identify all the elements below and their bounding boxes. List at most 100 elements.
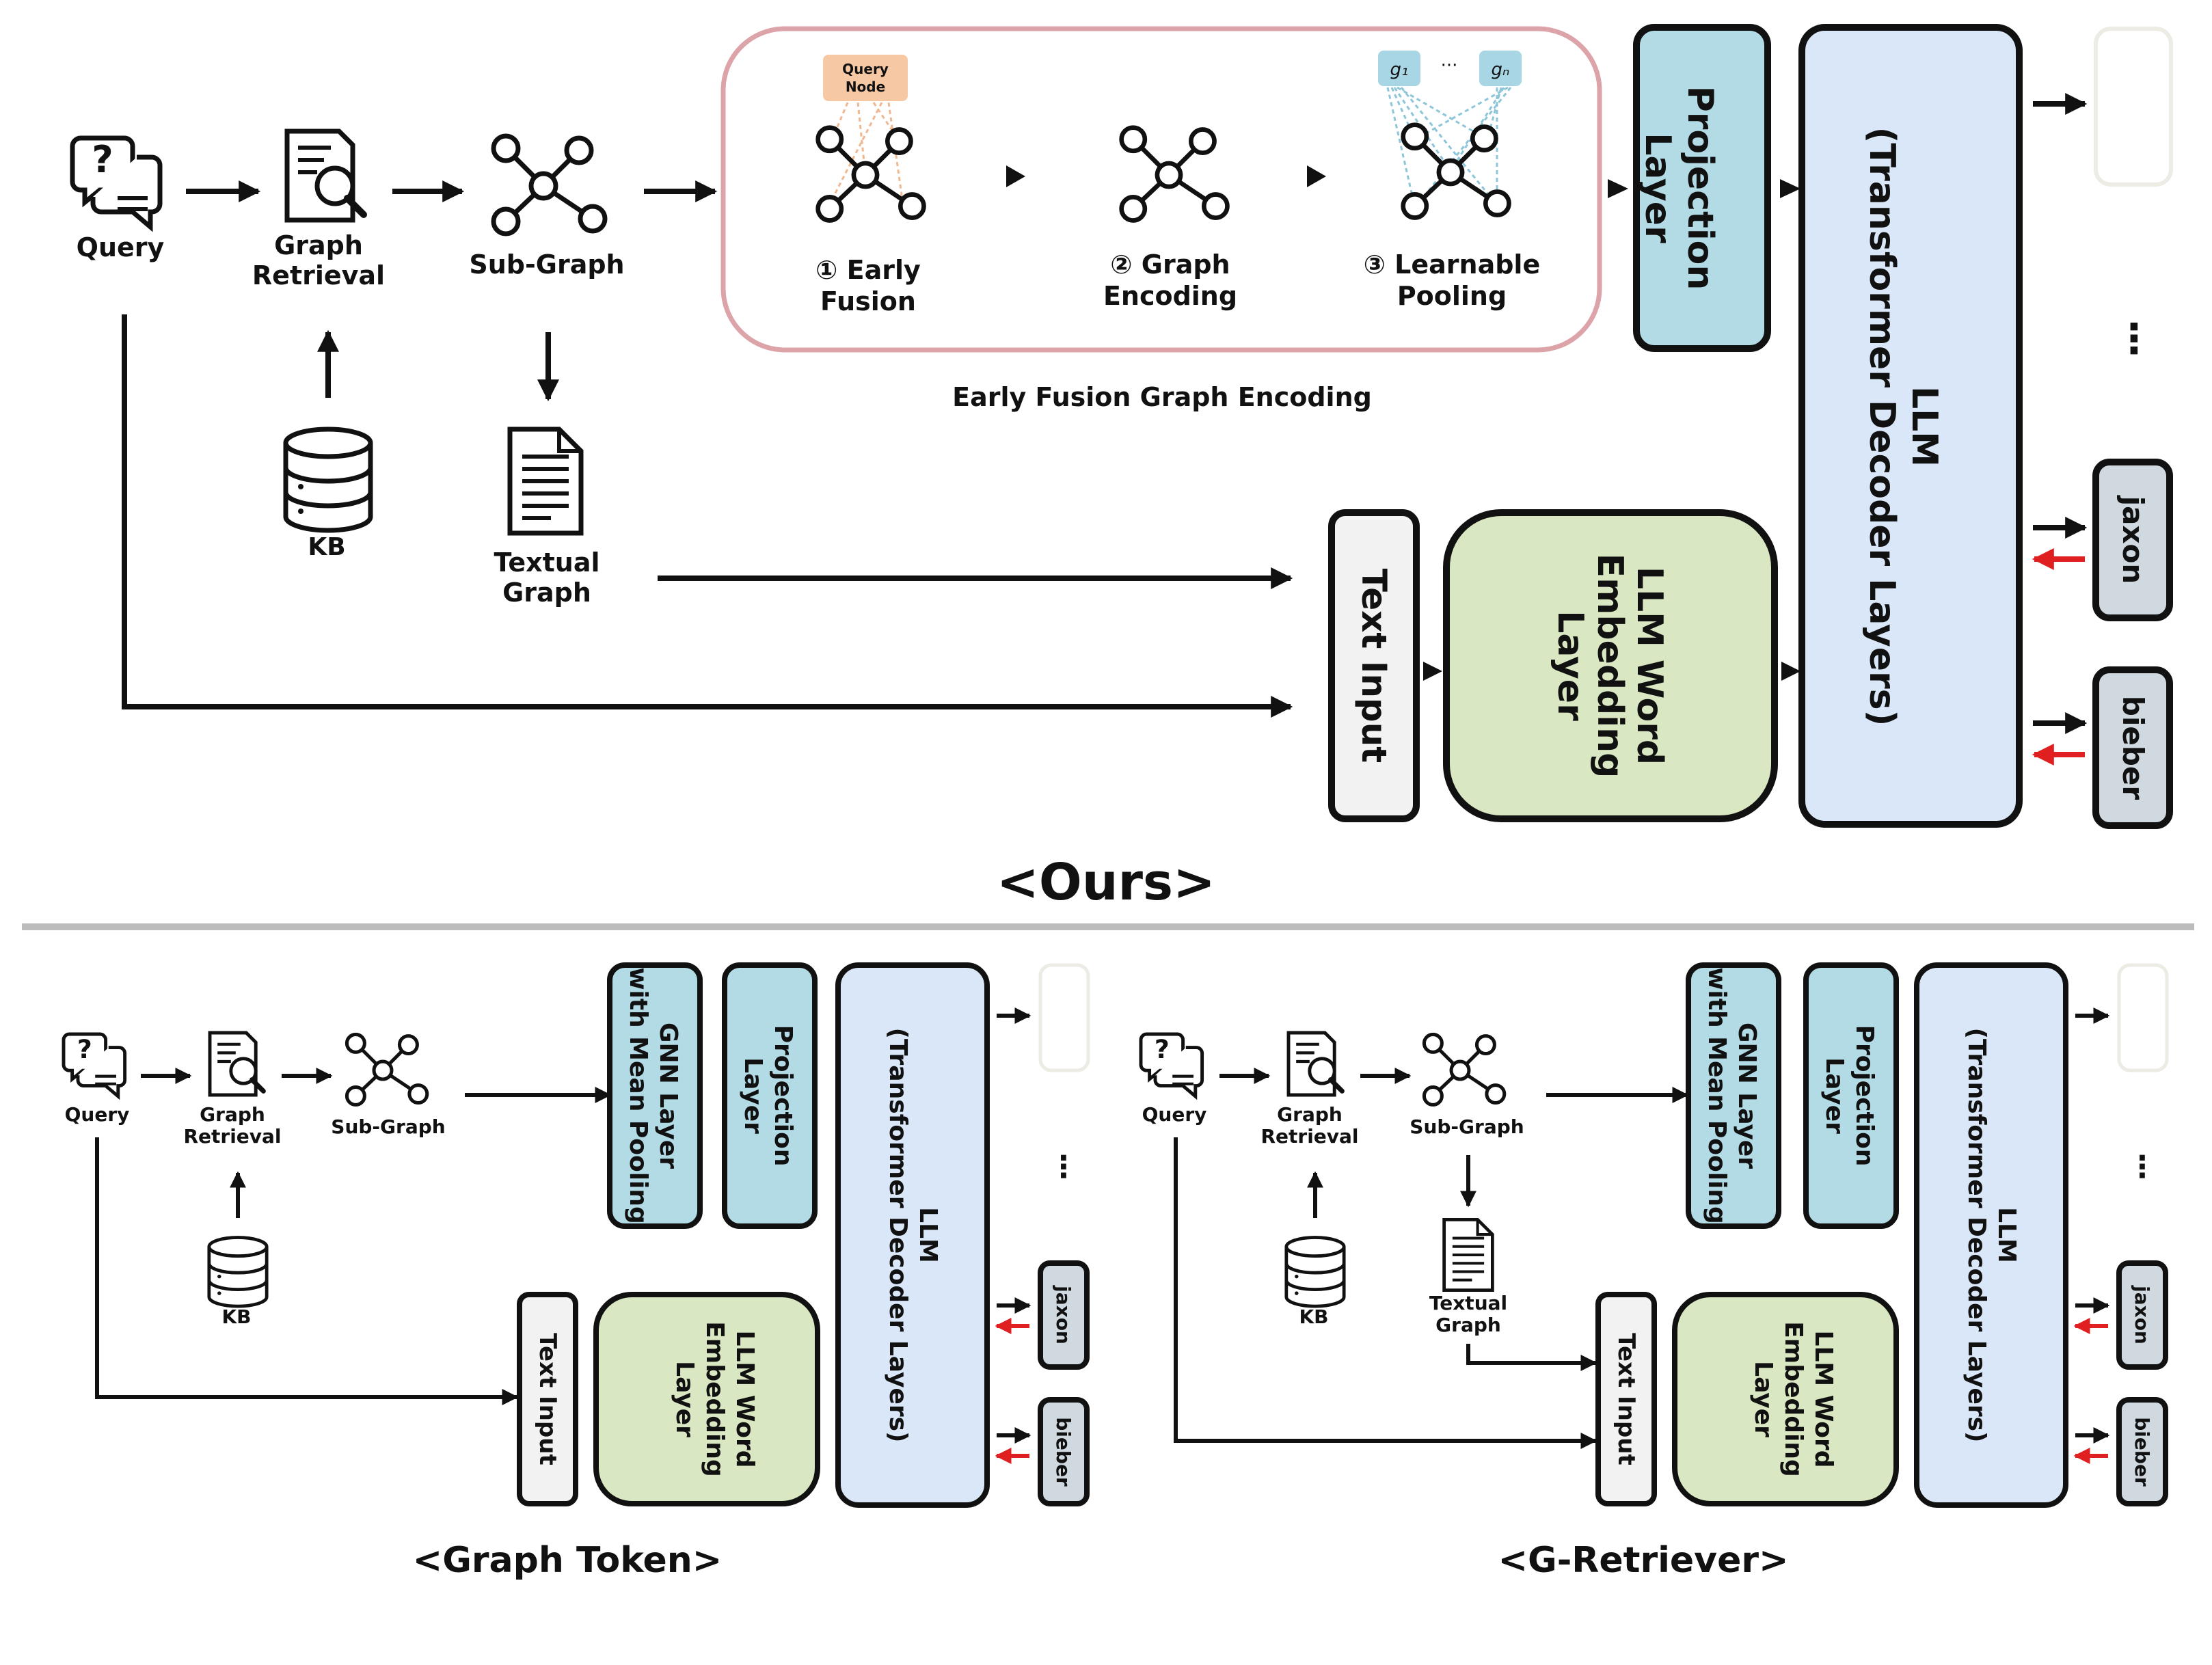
gr-kb-label: KB bbox=[1299, 1305, 1328, 1328]
gr-textual-graph-label-line1: Textual bbox=[1429, 1292, 1507, 1314]
step3-label-line1: ③ Learnable bbox=[1364, 249, 1540, 280]
gt-output-token-bieber-label: bieber bbox=[1052, 1417, 1075, 1487]
gt-query-label: Query bbox=[65, 1103, 130, 1126]
step-arrow-2 bbox=[1307, 165, 1326, 187]
gt-word-embedding-label-line1: LLM Word bbox=[731, 1331, 759, 1468]
gt-gnn-layer bbox=[607, 962, 703, 1229]
projection-layer bbox=[1633, 24, 1771, 352]
gt-graph-retrieval-label-line2: Retrieval bbox=[183, 1125, 281, 1148]
gt-gnn-label-line2: with Mean Pooling bbox=[624, 967, 652, 1224]
gr-graph-retrieval-label-line1: Graph bbox=[1277, 1103, 1343, 1126]
step2-label-line2: Encoding bbox=[1103, 281, 1237, 311]
gr-textual-graph-label-line2: Graph bbox=[1435, 1314, 1501, 1336]
gr-output-token-jaxon bbox=[2116, 1260, 2168, 1370]
text-input-block bbox=[1328, 509, 1420, 822]
gt-word-embedding-layer bbox=[593, 1292, 820, 1506]
word-embedding-label-line1: LLM Word bbox=[1629, 567, 1670, 765]
gt-output-token-jaxon bbox=[1038, 1260, 1090, 1370]
gt-projection-layer bbox=[722, 962, 818, 1229]
gr-kb-database-icon bbox=[1286, 1237, 1344, 1306]
ours-panel: Query Graph Retrieval Sub-Graph KB Textu… bbox=[72, 24, 2173, 912]
word-embedding-label-line3: Layer bbox=[1550, 610, 1591, 721]
textual-graph-label-line2: Graph bbox=[502, 578, 591, 608]
projection-to-llm-arrow bbox=[1780, 179, 1800, 198]
word-embedding-layer bbox=[1443, 509, 1778, 822]
gt-kb-database-icon bbox=[209, 1237, 267, 1306]
step1-label-line2: Fusion bbox=[820, 286, 916, 316]
gr-output-dots: ⋮ bbox=[2127, 1150, 2157, 1185]
gr-query-icon bbox=[1141, 1034, 1202, 1096]
kb-label: KB bbox=[308, 533, 345, 561]
output-token-bieber-label: bieber bbox=[2116, 696, 2150, 800]
gt-output-dots: ⋮ bbox=[1049, 1150, 1079, 1185]
sub-graph-icon bbox=[494, 136, 605, 234]
ours-title: <Ours> bbox=[997, 853, 1215, 912]
gr-textual-graph-icon bbox=[1444, 1219, 1493, 1290]
embedding-to-llm-arrow bbox=[1781, 662, 1800, 681]
gr-graph-retrieval-icon bbox=[1289, 1033, 1342, 1095]
gr-graph-retrieval-label-line2: Retrieval bbox=[1260, 1125, 1358, 1148]
graph-retrieval-icon bbox=[287, 131, 364, 220]
pooled-token-dots: ··· bbox=[1441, 55, 1458, 76]
gr-llm-label-line2: (Transformer Decoder Layers) bbox=[1963, 1027, 1991, 1442]
gt-graph-retrieval-icon bbox=[210, 1033, 263, 1095]
projection-layer-label-line2: Layer bbox=[1637, 133, 1678, 243]
gr-output-token-bieber bbox=[2116, 1397, 2168, 1506]
gt-llm-decoder-block bbox=[835, 962, 990, 1508]
gr-projection-layer bbox=[1803, 962, 1899, 1229]
gt-word-embedding-label-line2: Embedding bbox=[701, 1321, 729, 1477]
fusion-to-projection-arrow bbox=[1608, 179, 1628, 198]
kb-database-icon bbox=[286, 429, 370, 530]
gt-sub-graph-icon bbox=[347, 1034, 427, 1105]
gt-sub-graph-label: Sub-Graph bbox=[331, 1115, 445, 1138]
step3-label-line2: Pooling bbox=[1397, 281, 1507, 311]
step2-label-line1: ② Graph bbox=[1110, 249, 1230, 280]
pooled-token-g1-label: g₁ bbox=[1390, 59, 1409, 80]
gt-projection-label-line2: Layer bbox=[739, 1057, 767, 1134]
query-node-box bbox=[823, 55, 908, 101]
gr-query-label: Query bbox=[1142, 1103, 1207, 1126]
gt-text-input-block bbox=[517, 1292, 578, 1506]
llm-decoder-block bbox=[1798, 24, 2023, 828]
gt-graph-retrieval-label-line1: Graph bbox=[200, 1103, 265, 1126]
query-node-label-line1: Query bbox=[842, 61, 889, 77]
gt-output-token-empty bbox=[1038, 963, 1090, 1072]
early-fusion-graph-encoding-box bbox=[720, 26, 1602, 353]
graph-retrieval-label-line2: Retrieval bbox=[252, 260, 385, 290]
gr-gnn-label-line2: with Mean Pooling bbox=[1703, 967, 1731, 1224]
projection-layer-label-line1: Projection bbox=[1680, 86, 1721, 290]
early-fusion-caption: Early Fusion Graph Encoding bbox=[952, 382, 1372, 412]
gr-llm-label-line1: LLM bbox=[1993, 1207, 2021, 1263]
step-arrow-1 bbox=[1006, 165, 1025, 187]
gt-text-input-label: Text Input bbox=[534, 1333, 561, 1465]
g-retriever-panel: Query Graph Retrieval Sub-Graph KB Textu… bbox=[1141, 962, 2169, 1581]
gt-query-icon bbox=[64, 1034, 125, 1096]
graph-retrieval-label-line1: Graph bbox=[274, 230, 363, 260]
g-retriever-title: <G-Retriever> bbox=[1498, 1540, 1788, 1581]
textual-graph-label-line1: Textual bbox=[494, 547, 599, 578]
gr-word-embedding-label-line2: Embedding bbox=[1779, 1321, 1807, 1477]
gr-sub-graph-label: Sub-Graph bbox=[1410, 1115, 1524, 1138]
output-token-empty bbox=[2094, 27, 2173, 187]
gt-word-embedding-label-line3: Layer bbox=[671, 1361, 699, 1437]
gt-kb-label: KB bbox=[221, 1305, 251, 1328]
gr-llm-decoder-block bbox=[1914, 962, 2068, 1508]
gr-gnn-layer bbox=[1686, 962, 1781, 1229]
text-input-to-embedding-arrow bbox=[1423, 662, 1442, 681]
textual-graph-icon bbox=[510, 429, 581, 533]
graph-token-panel: Query Graph Retrieval Sub-Graph KB GNN L… bbox=[64, 962, 1090, 1581]
output-token-jaxon-label: jaxon bbox=[2116, 495, 2150, 584]
llm-label-line2: (Transformer Decoder Layers) bbox=[1861, 127, 1902, 727]
gr-gnn-label-line1: GNN Layer bbox=[1733, 1023, 1761, 1169]
text-input-label: Text Input bbox=[1354, 569, 1394, 763]
query-node-label-line2: Node bbox=[846, 79, 885, 95]
gt-output-token-jaxon-label: jaxon bbox=[1052, 1285, 1075, 1344]
output-token-jaxon bbox=[2092, 459, 2173, 621]
sub-graph-label: Sub-Graph bbox=[469, 249, 624, 280]
gt-gnn-label-line1: GNN Layer bbox=[654, 1023, 682, 1169]
gr-word-embedding-label-line3: Layer bbox=[1749, 1361, 1777, 1437]
gr-output-token-empty bbox=[2117, 963, 2169, 1072]
output-token-bieber bbox=[2092, 666, 2173, 829]
gt-llm-label-line1: LLM bbox=[914, 1207, 942, 1263]
gr-projection-label-line1: Projection bbox=[1850, 1025, 1878, 1167]
